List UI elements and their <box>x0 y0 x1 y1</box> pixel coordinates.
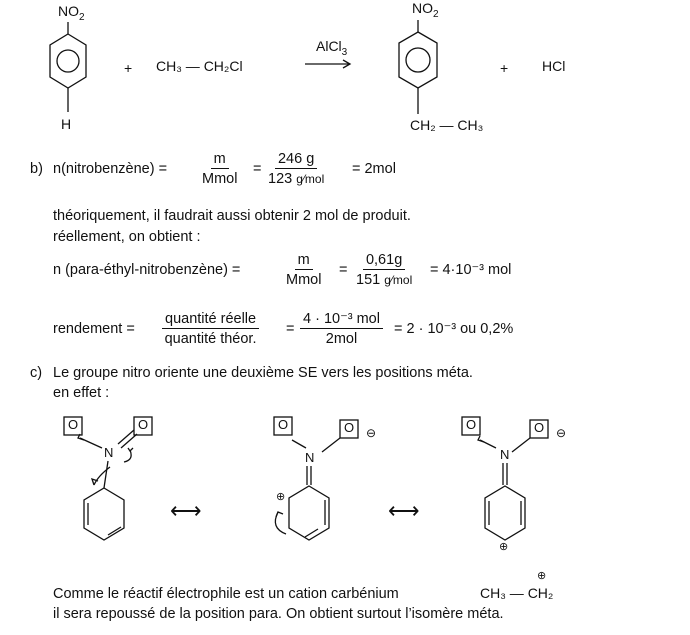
byproduct-formula: HCl <box>542 58 566 74</box>
theoretical-line: théoriquement, il faudrait aussi obtenir… <box>53 208 411 224</box>
reactant-no2-label: NO2 <box>58 3 85 23</box>
yield-result: = 2 · 10⁻³ ou 0,2% <box>394 321 514 337</box>
yield-label: rendement = <box>53 321 135 337</box>
product-ethyl-label: CH₂ — CH₃ <box>410 117 484 133</box>
plus-sign-2: + <box>500 60 509 76</box>
conclusion-line-2: il sera repoussé de la position para. On… <box>53 606 504 622</box>
s2-oxygen-right: O <box>344 420 355 435</box>
fraction-061-over-151: 0,61g 151 g⁄mol <box>356 252 413 288</box>
plus-sign-1: + <box>124 60 133 76</box>
part-c-line-1: Le groupe nitro oriente une deuxième SE … <box>53 365 473 381</box>
result-2mol: = 2mol <box>352 161 396 177</box>
resonance-structure-2 <box>273 416 359 541</box>
result-4e-3: = 4·10⁻³ mol <box>430 262 512 278</box>
s1-nitrogen: N <box>104 445 114 460</box>
resonance-arrow-2: ⟷ <box>388 498 420 523</box>
s2-plus-charge: ⊕ <box>276 491 286 503</box>
equals-3: = <box>286 321 295 337</box>
s3-oxygen-right: O <box>534 420 545 435</box>
reagent-formula: CH₃ — CH₂Cl <box>156 58 243 74</box>
reactant-h-label: H <box>61 116 72 132</box>
part-c-label: c) <box>30 365 43 381</box>
s2-nitrogen: N <box>305 450 315 465</box>
conclusion-line-1: Comme le réactif électrophile est un cat… <box>53 586 399 602</box>
resonance-arrow-1: ⟷ <box>170 498 202 523</box>
part-c-line-2: en effet : <box>53 385 110 401</box>
s3-nitrogen: N <box>500 447 510 462</box>
product-no2-label: NO2 <box>412 0 439 20</box>
equals-2: = <box>339 262 348 278</box>
product-benzene-ring <box>398 20 438 114</box>
carbenium-cation: CH₃ — CH₂ <box>480 585 554 601</box>
s2-minus-charge: ⊖ <box>366 426 377 440</box>
n-nitrobenzene-label: n(nitrobenzène) = <box>53 161 168 177</box>
actual-line: réellement, on obtient : <box>53 229 201 245</box>
s1-oxygen-left: O <box>68 417 79 432</box>
reactant-benzene-ring <box>49 22 87 112</box>
s2-oxygen-left: O <box>278 417 289 432</box>
s3-minus-charge: ⊖ <box>556 426 567 440</box>
part-b-label: b) <box>30 161 43 177</box>
n-product-label: n (para-éthyl-nitrobenzène) = <box>53 262 241 278</box>
s3-plus-charge: ⊕ <box>499 541 509 553</box>
fraction-246-over-123: 246 g 123 g⁄mol <box>268 151 325 187</box>
carbenium-charge: ⊕ <box>537 570 547 582</box>
catalyst-label: AlCl3 <box>316 38 348 58</box>
reaction-arrow <box>305 59 352 69</box>
resonance-structure-1 <box>63 416 153 541</box>
s1-oxygen-right: O <box>138 417 149 432</box>
resonance-structure-3 <box>461 416 549 541</box>
s3-oxygen-left: O <box>466 417 477 432</box>
equals-1: = <box>253 161 262 177</box>
